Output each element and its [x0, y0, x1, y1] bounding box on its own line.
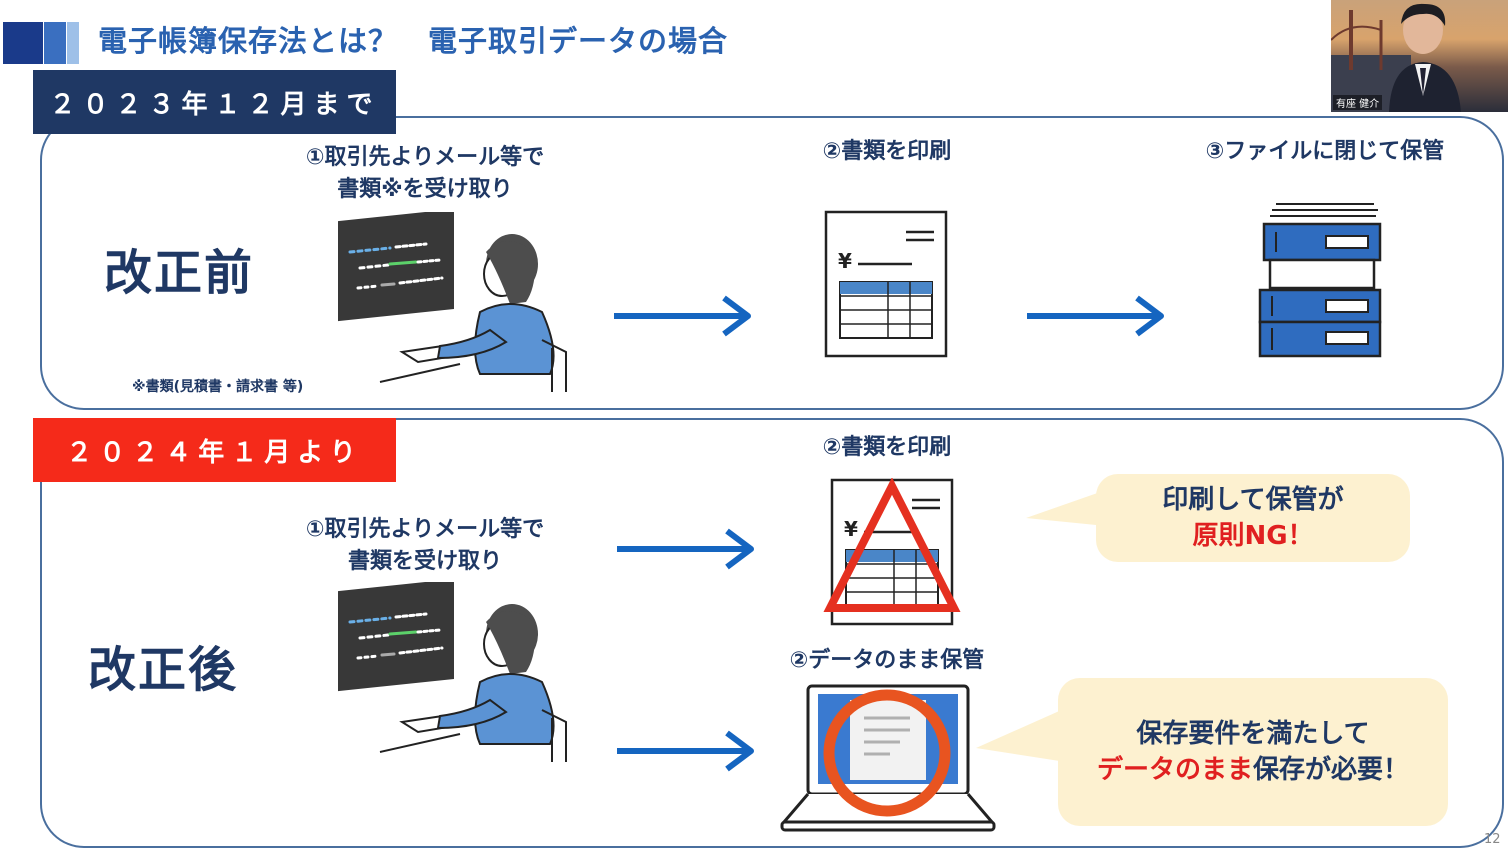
before-note: ※書類(見積書・請求書 等): [132, 379, 304, 395]
before-panel: [40, 116, 1504, 410]
before-step1-text: ①取引先よりメール等で 書類※を受け取り: [282, 142, 568, 206]
after-step2-data-text: ②データのまま保管: [789, 648, 985, 673]
after-step1-text: ①取引先よりメール等で 書類を受け取り: [282, 514, 568, 578]
before-step1-line1: ①取引先よりメール等で: [305, 145, 545, 170]
bubble-pointer: [1026, 490, 1106, 526]
bubble-pointer: [976, 708, 1066, 762]
svg-text:¥: ¥: [844, 517, 858, 541]
after-step1-line2: 書類を受け取り: [347, 549, 502, 574]
title-decoration-light: [67, 22, 79, 64]
data-storage-callout-red: データのまま: [1096, 755, 1253, 785]
file-boxes-icon: [1258, 203, 1382, 358]
before-period-tag: ２０２３年１２月まで: [33, 70, 396, 134]
invoice-icon: ¥: [824, 210, 948, 358]
presenter-name: 有座 健介: [1333, 95, 1383, 110]
ng-callout-line2: 原則NG！: [1192, 521, 1314, 551]
arrow-right-icon: [617, 528, 754, 570]
before-step1-line2: 書類※を受け取り: [337, 177, 513, 202]
arrow-right-icon: [617, 730, 754, 772]
data-storage-callout-line2: データのまま保存が必要！: [1097, 752, 1409, 788]
after-step1-line1: ①取引先よりメール等で: [305, 517, 545, 542]
page-number: 12: [1484, 832, 1501, 847]
computer-user-icon: [338, 212, 567, 392]
ng-callout: 印刷して保管が 原則NG！: [1096, 474, 1410, 562]
svg-text:¥: ¥: [838, 249, 852, 273]
title-decoration-mid: [44, 22, 66, 64]
invoice-icon: ¥: [830, 478, 954, 626]
before-step2-text: ②書類を印刷: [822, 139, 952, 164]
presenter-avatar: [1331, 3, 1461, 112]
presenter-video[interactable]: 有座 健介: [1331, 0, 1508, 112]
ng-callout-line1: 印刷して保管が: [1162, 485, 1344, 515]
warning-triangle-icon: [823, 478, 961, 612]
after-period-tag: ２０２４年１月より: [33, 418, 396, 482]
after-step2-print-text: ②書類を印刷: [822, 435, 952, 460]
before-label: 改正前: [104, 245, 255, 301]
arrow-right-icon: [614, 295, 751, 337]
before-step3-text: ③ファイルに閉じて保管: [1205, 139, 1445, 164]
slide-title: 電子帳簿保存法とは？ 電子取引データの場合: [98, 24, 729, 58]
data-storage-callout: 保存要件を満たして データのまま保存が必要！: [1058, 678, 1448, 826]
ok-circle-icon: [823, 689, 951, 817]
after-label: 改正後: [88, 642, 239, 698]
title-decoration-dark: [3, 22, 43, 64]
data-storage-callout-dark: 保存が必要！: [1253, 755, 1410, 785]
arrow-right-icon: [1027, 295, 1164, 337]
data-storage-callout-line1: 保存要件を満たして: [1136, 719, 1370, 749]
computer-user-icon: [338, 582, 567, 762]
